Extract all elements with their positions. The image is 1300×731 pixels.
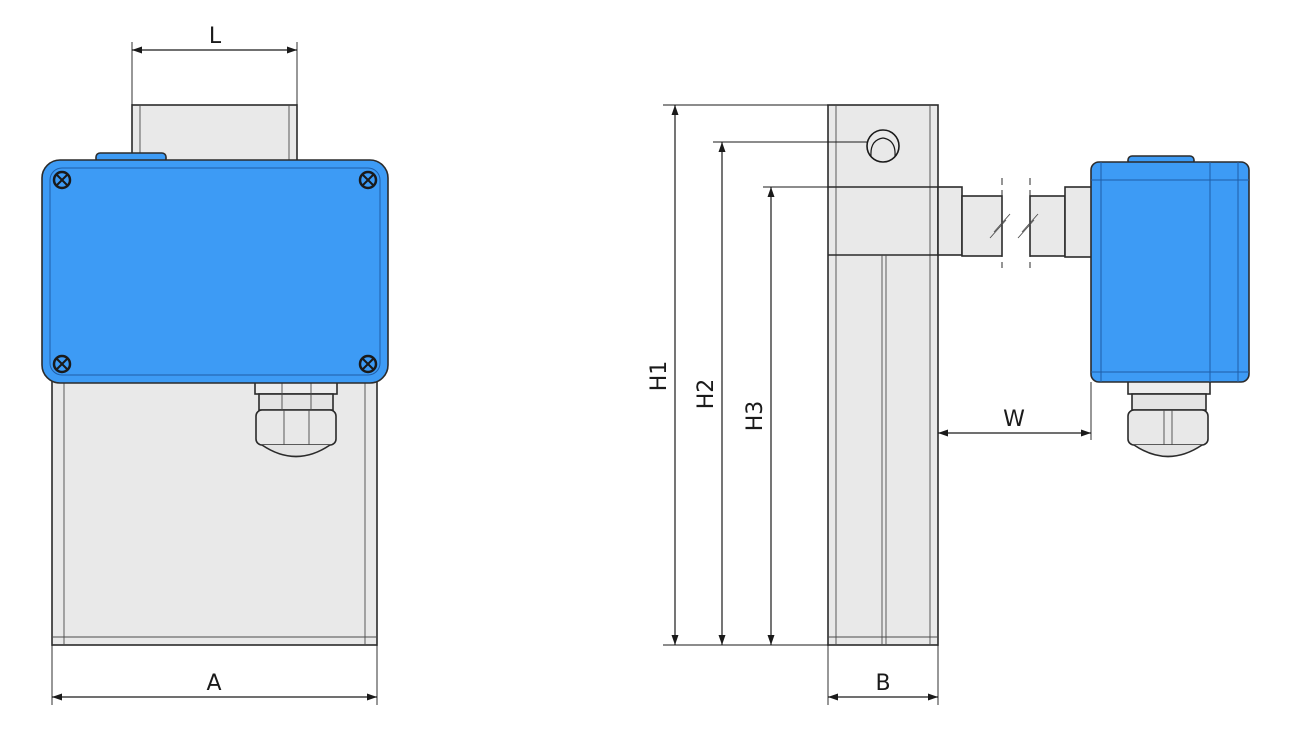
screw-icon [52, 170, 72, 190]
dimension-label-H3: H3 [743, 401, 768, 432]
side-connector [937, 178, 1093, 268]
dimension-H2: H2 [694, 142, 726, 645]
dimension-label-B: B [875, 671, 890, 696]
dimension-label-H1: H1 [647, 361, 672, 392]
front-view: L A [41, 24, 389, 705]
front-cable-gland [254, 379, 338, 458]
dimension-label-W: W [1003, 407, 1025, 432]
side-column [827, 104, 939, 646]
dimension-W: W [938, 382, 1092, 440]
dimension-H1: H1 [647, 105, 679, 645]
side-view: H1 H2 H3 W B [647, 104, 1250, 705]
side-housing [1090, 155, 1250, 383]
dimension-label-L: L [209, 24, 222, 49]
dimension-L: L [131, 24, 298, 105]
screw-icon [52, 354, 72, 374]
screw-icon [358, 170, 378, 190]
dimension-label-A: A [206, 671, 221, 696]
screw-icon [358, 354, 378, 374]
mounting-hole-icon [866, 129, 900, 163]
side-cable-gland [1127, 379, 1211, 458]
dimension-A: A [51, 645, 378, 705]
dimension-B: B [827, 645, 939, 705]
dimension-H3: H3 [743, 187, 775, 645]
front-housing [41, 152, 389, 384]
dimension-label-H2: H2 [694, 379, 719, 410]
